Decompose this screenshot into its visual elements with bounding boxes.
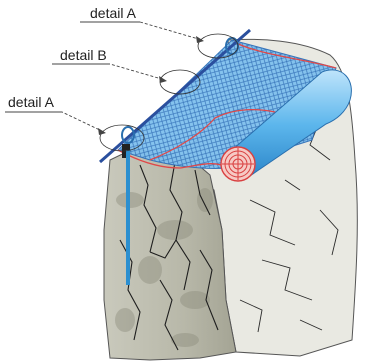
label-detail-a-left: detail A <box>8 94 55 110</box>
label-detail-a-top: detail A <box>90 5 137 21</box>
label-detail-b: detail B <box>60 47 107 63</box>
